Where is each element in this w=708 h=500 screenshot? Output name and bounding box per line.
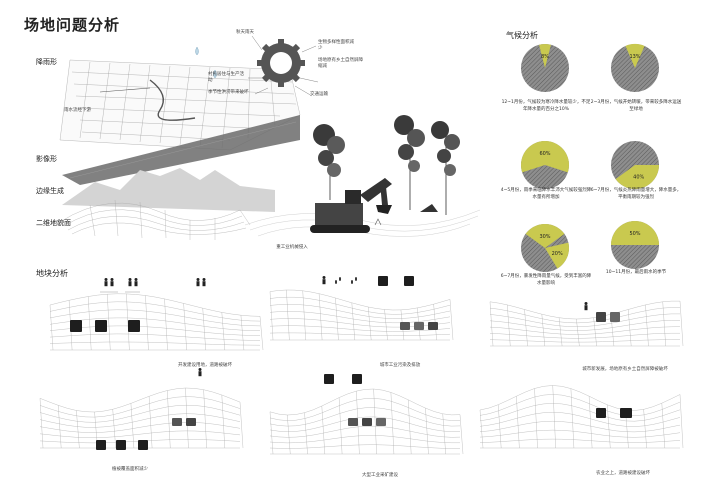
pie-value-label: 60%	[539, 151, 550, 157]
person-icon	[584, 302, 588, 311]
pie-secondary-label: 20%	[552, 251, 563, 257]
pie-value-label: 8%	[541, 54, 549, 60]
pie-slice-value	[611, 221, 659, 245]
pie-value-label: 50%	[629, 231, 640, 237]
layer-label-rain: 降雨形	[36, 58, 57, 66]
person-icon	[134, 278, 138, 287]
terrain-patch-4	[39, 387, 244, 449]
layer-label-terrain: 二维地貌面	[36, 219, 71, 227]
excavator-caption: 重工业机械侵入	[276, 245, 308, 250]
pie-slice-secondary	[545, 242, 569, 269]
person-icon	[128, 278, 132, 287]
gear-label-3: 场地原有乡土自然屏障缩减	[318, 58, 363, 69]
pie-text-3: 4~5月份，雨季来临降水丰沛大气候较强烈降水量有所增加	[500, 188, 592, 200]
pie-value-label: 30%	[539, 234, 550, 240]
photo-thumb	[414, 322, 424, 330]
pie-chart-1: 8%	[521, 44, 569, 92]
terrain-patch-3	[489, 300, 684, 347]
person-icon	[202, 278, 206, 287]
plot-caption-4: 植被覆盖面积减少	[112, 467, 148, 472]
terrain-patch-2	[269, 289, 454, 341]
pie-slice-value	[521, 141, 569, 173]
pie-text-6: 10~11月份，最后雨水的季节	[605, 270, 667, 275]
page-title: 场地问题分析	[24, 16, 121, 34]
pie-chart-4: 40%	[611, 141, 659, 189]
pie-text-4: 6~7月份，气候炎热降雨量增大，降水量多，平衡雨期较为强烈	[590, 188, 682, 200]
motorbike-icon	[620, 408, 632, 418]
person-icon	[196, 278, 200, 287]
pie-value-label: 13%	[629, 54, 640, 60]
map-note: 雨水流经下游	[64, 108, 91, 113]
terrain-patch-1	[49, 293, 264, 351]
cloud-icon	[116, 440, 126, 450]
excavator-icon	[310, 178, 392, 233]
plot-caption-5: 大型工业采矿建设	[362, 473, 398, 478]
photo-thumb	[186, 418, 196, 426]
gear-label-6: 交通运输	[310, 92, 328, 97]
gear-icon	[257, 39, 305, 87]
footprint-icon	[335, 277, 357, 284]
terrain-patch-6	[479, 385, 684, 449]
plot-caption-2: 城市工业污染及排放	[379, 363, 421, 368]
pie-slice-value	[625, 43, 645, 68]
photo-thumb	[610, 312, 620, 322]
crane-icon	[352, 374, 362, 384]
water-drop-icon	[213, 69, 217, 79]
person-icon	[104, 278, 108, 287]
building-icon	[138, 440, 148, 450]
photo-thumb	[348, 418, 358, 426]
worker-icon	[324, 374, 334, 384]
pie-text-5: 6~7月份，暴发性降雨量气候，受到丰富的降水量影响	[500, 274, 592, 286]
terrain-wire-layer	[59, 199, 251, 240]
person-icon	[110, 278, 114, 287]
water-drop-icon	[195, 46, 199, 56]
tractor-icon	[404, 276, 414, 286]
pie-slice-value	[539, 44, 551, 68]
photo-thumb	[376, 418, 386, 426]
pie-text-1: 12~1月份，气候较为寒冷降水量较少，不足年降水量的百分之10%	[501, 100, 591, 112]
gear-label-4: 村民居住与生产活动	[208, 72, 244, 83]
photo-thumb	[400, 322, 410, 330]
pie-value-label: 40%	[633, 174, 644, 180]
photo-thumb	[362, 418, 372, 426]
person-icon	[322, 276, 326, 285]
plot-analysis-heading: 地块分析	[36, 269, 68, 278]
pie-chart-2: 13%	[611, 43, 659, 92]
plot-caption-3: 城市新发展，场地原有乡土自然屏障被破坏	[582, 367, 668, 372]
pie-slice-value	[615, 165, 659, 189]
photo-thumb	[596, 312, 606, 322]
house-icon	[70, 320, 82, 332]
terrain-patch-5	[269, 388, 464, 455]
climate-heading: 气候分析	[506, 31, 538, 40]
pie-chart-3: 60%	[521, 141, 569, 189]
photo-thumb	[428, 322, 438, 330]
factory-icon	[378, 276, 388, 286]
plot-caption-1: 开发建设用地，道路被破坏	[178, 363, 232, 368]
pie-slice-value	[525, 224, 565, 248]
pie-text-2: 2~3月份，气候开始转暖，带来较多降水运送至绿地	[590, 100, 682, 112]
plant-icon	[95, 320, 107, 332]
tree-icon	[96, 440, 106, 450]
image-layer-band	[62, 115, 300, 185]
factory-icon	[596, 408, 606, 418]
person-icon	[198, 368, 202, 377]
gear-label-1: 秋天雨天	[236, 30, 254, 35]
layer-label-image: 影像形	[36, 155, 57, 163]
pie-chart-5: 20% 30%	[521, 224, 569, 272]
photo-thumb	[172, 418, 182, 426]
warning-icon	[128, 320, 140, 332]
plot-caption-6: 农业之上，道路被建设破坏	[596, 471, 650, 476]
pie-chart-6: 50%	[611, 221, 659, 269]
river-line	[149, 79, 196, 121]
layer-label-edge: 边缘生成	[36, 187, 64, 195]
gear-label-5: 季节性洪涝带来破坏	[208, 90, 249, 95]
gear-label-2: 生物多样性面积减少	[318, 40, 354, 51]
